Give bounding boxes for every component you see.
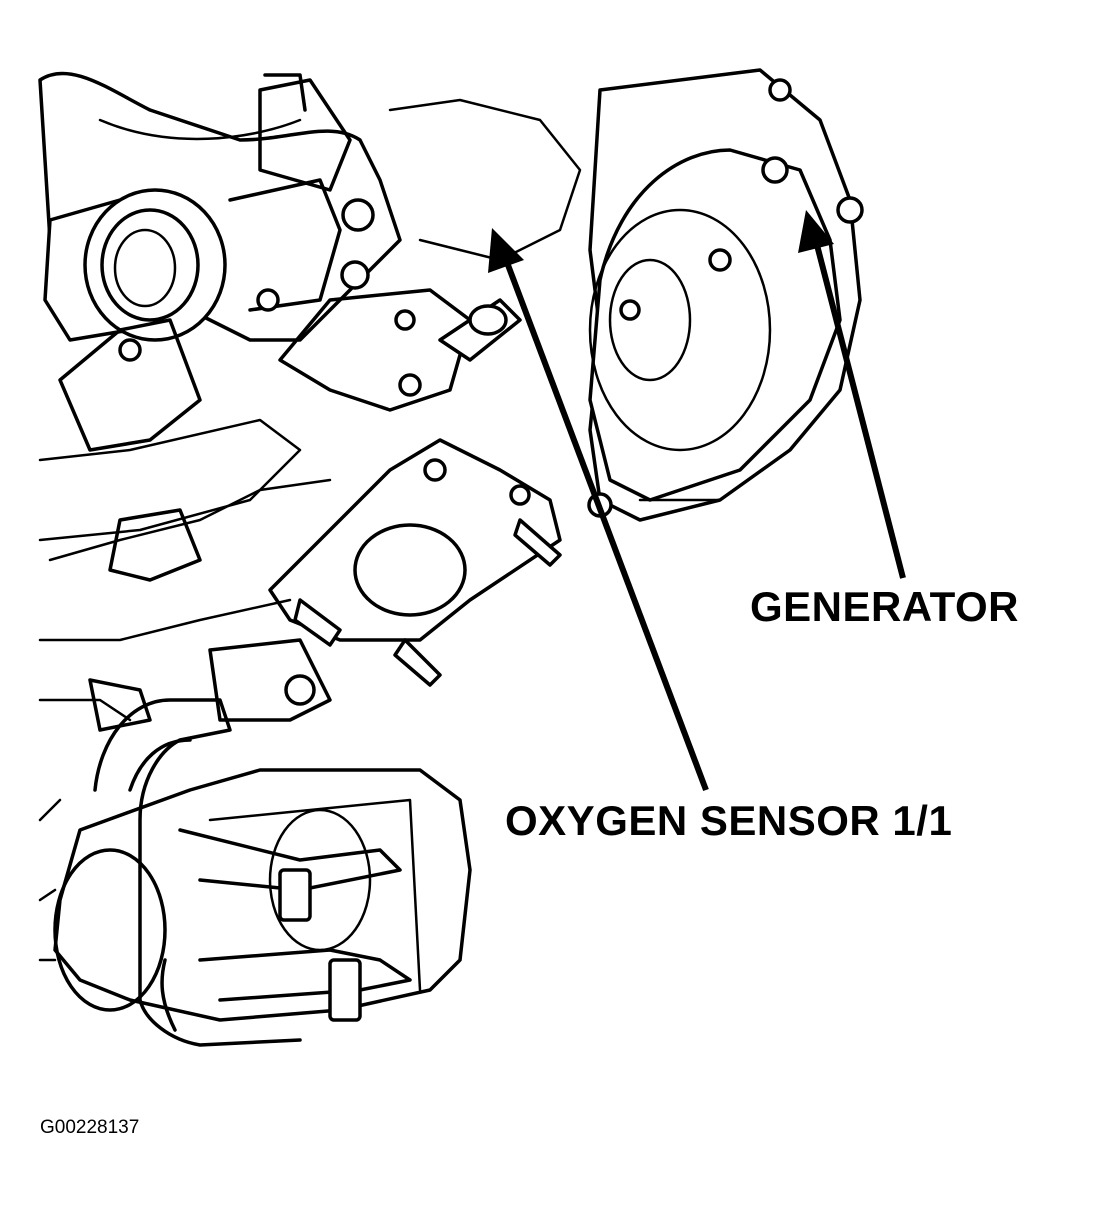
generator: [587, 68, 864, 522]
generator-leader: [798, 210, 906, 579]
oxygen-sensor-label: OXYGEN SENSOR 1/1: [505, 797, 953, 844]
exhaust-flange: [268, 438, 562, 687]
filter-housing: [53, 768, 472, 1022]
oxygen-sensor-leader: [488, 228, 709, 792]
generator-label: GENERATOR: [750, 583, 1019, 630]
engine-block-left: [38, 318, 332, 962]
figure-id: G00228137: [40, 1117, 140, 1138]
intake-housing: [38, 71, 582, 342]
exhaust-manifold: [278, 288, 522, 412]
